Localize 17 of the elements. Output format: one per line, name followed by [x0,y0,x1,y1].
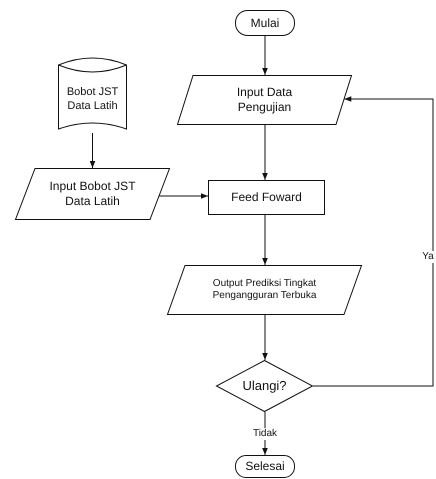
node-label: Input Bobot JST Data Latih [48,179,137,209]
node-label: Input Data Pengujian [236,85,294,115]
edge-label: Tidak [252,428,278,440]
arrow [90,132,96,168]
arrow [312,96,434,386]
arrow [262,124,268,180]
arrow [262,214,268,266]
node-label: Selesai [245,459,285,474]
arrow [262,314,268,360]
node-label: Feed Foward [231,190,302,205]
edge-label: Ya [421,251,435,263]
node-label: Bobot JST Data Latih [66,86,118,114]
node-label: Mulai [250,16,280,30]
arrow [262,36,268,76]
arrow [158,193,208,199]
node-label: Ulangi? [242,378,287,394]
node-label: Output Prediksi Tingkat Pengangguran Terbuka [212,278,318,302]
